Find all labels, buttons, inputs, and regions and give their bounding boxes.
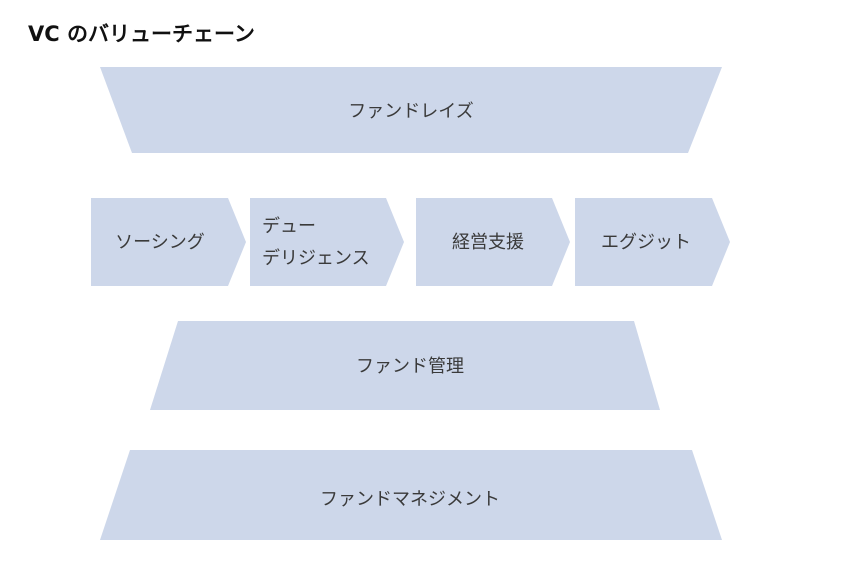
step-due-diligence: デュー デリジェンス: [250, 198, 404, 286]
step-management-support: 経営支援: [416, 198, 570, 286]
fund-management-band: ファンドマネジメント: [100, 450, 722, 540]
fund-admin-label: ファンド管理: [356, 356, 464, 377]
diagram-title: VC のバリューチェーン: [28, 22, 255, 46]
fund-admin-band: ファンド管理: [150, 321, 660, 410]
fundraise-band: ファンドレイズ: [100, 67, 722, 153]
fundraise-label: ファンドレイズ: [348, 101, 473, 122]
step-exit-label: エグジット: [601, 232, 691, 253]
step-management-support-label: 経営支援: [452, 232, 524, 253]
step-due-diligence-label-line1: デュー: [262, 216, 316, 237]
fund-management-label: ファンドマネジメント: [320, 489, 500, 510]
step-due-diligence-label-line2: デリジェンス: [262, 248, 370, 269]
step-sourcing-label: ソーシング: [115, 232, 205, 253]
step-sourcing: ソーシング: [91, 198, 246, 286]
step-exit: エグジット: [575, 198, 730, 286]
